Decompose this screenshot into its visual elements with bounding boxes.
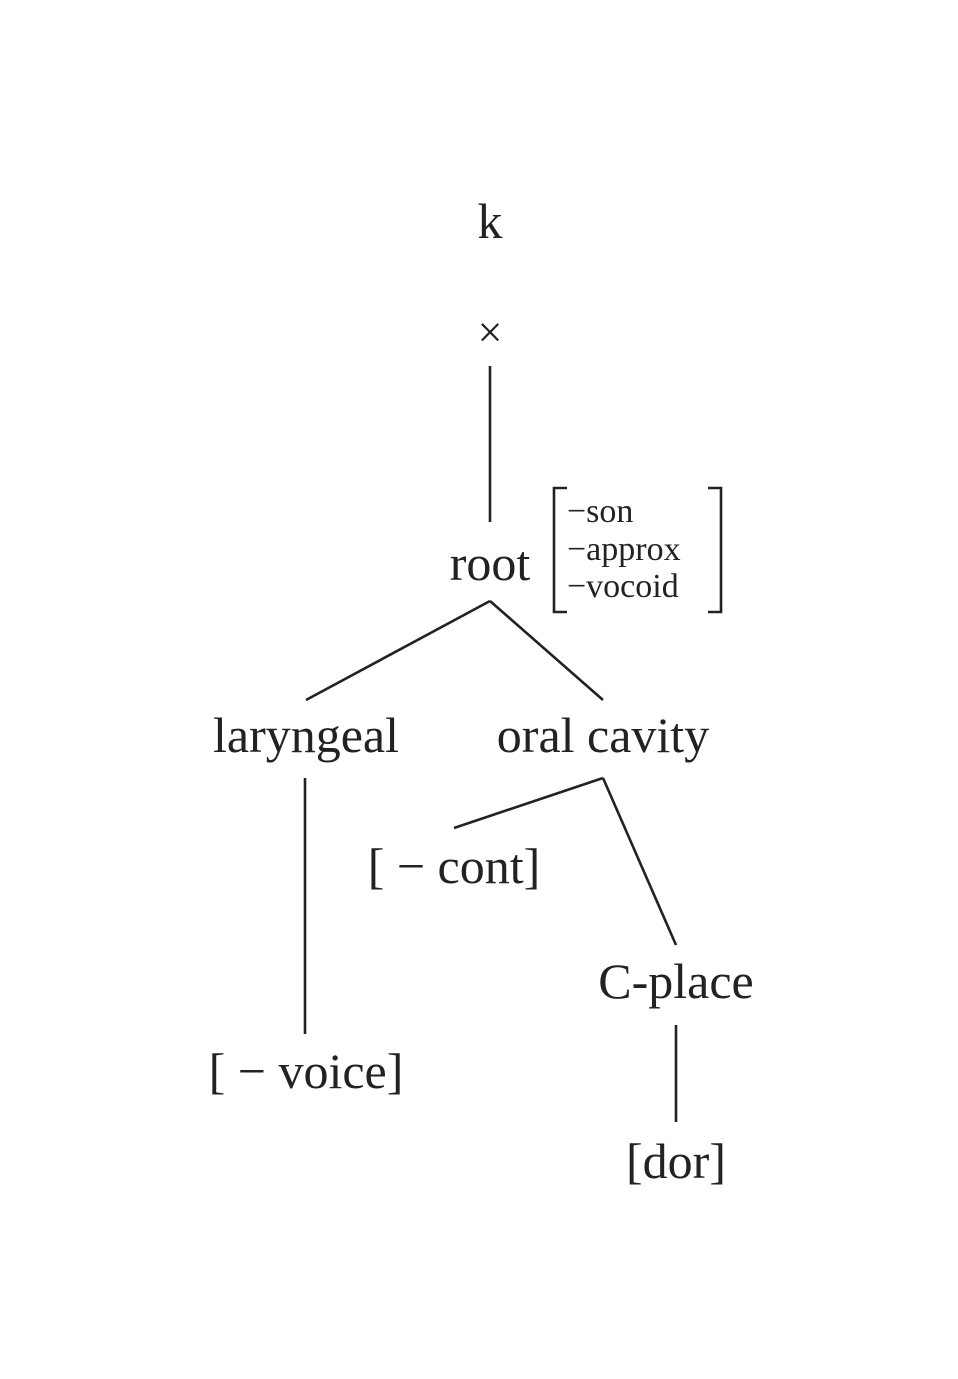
root-node: root xyxy=(450,535,531,591)
segment-label: k xyxy=(478,193,503,249)
edge-root-laryngeal xyxy=(305,599,491,702)
voice-feature: [ − voice] xyxy=(209,1043,404,1099)
right-bracket xyxy=(708,486,723,614)
feature-vocoid: −vocoid xyxy=(567,568,679,605)
feature-son: −son xyxy=(567,493,633,530)
cont-feature: [ − cont] xyxy=(368,838,541,894)
c-place-node: C-place xyxy=(598,953,753,1009)
feature-approx: −approx xyxy=(567,531,681,568)
timing-slot: × xyxy=(478,308,503,357)
dor-feature: [dor] xyxy=(626,1133,726,1189)
edge-oral-cont xyxy=(453,776,604,830)
edge-oral-cplace xyxy=(601,777,678,946)
left-bracket xyxy=(552,486,567,614)
edge-root-oral xyxy=(489,600,604,701)
oral-cavity-node: oral cavity xyxy=(497,707,709,763)
laryngeal-node: laryngeal xyxy=(213,707,399,763)
